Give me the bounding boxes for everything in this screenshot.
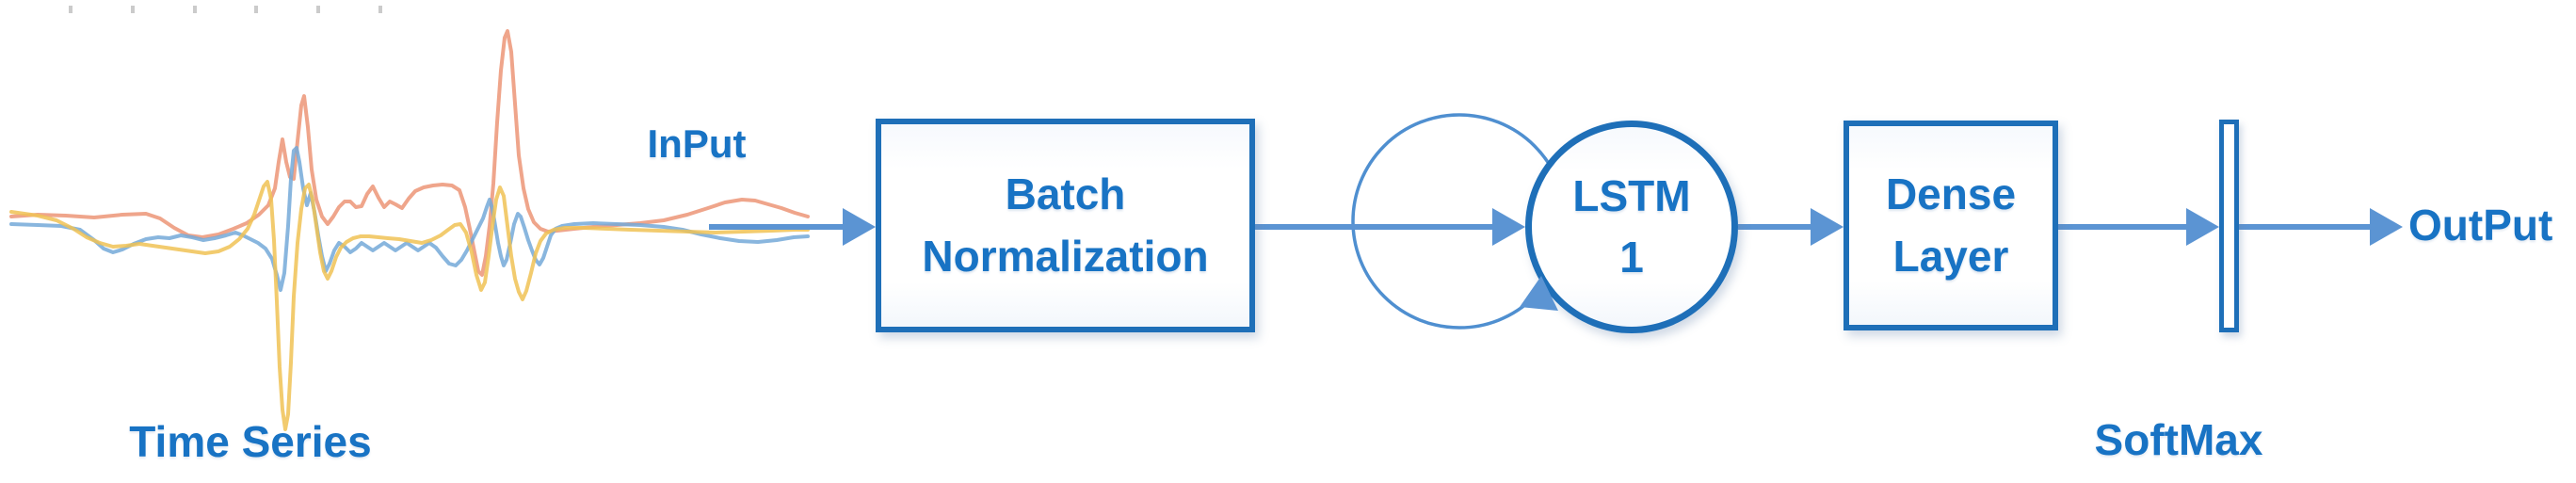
arrowhead-into-softmax-icon bbox=[2186, 208, 2219, 246]
batch-normalization-line1: Batch bbox=[1005, 169, 1126, 219]
arrowhead-into-batchnorm-icon bbox=[843, 208, 876, 246]
node-lstm-1: LSTM 1 bbox=[1525, 121, 1738, 333]
arrowhead-into-dense-icon bbox=[1811, 208, 1843, 246]
node-softmax-bar bbox=[2219, 120, 2239, 332]
dense-layer-label: Dense Layer bbox=[1886, 164, 2016, 287]
axis-tick-icon bbox=[254, 6, 258, 13]
axis-tick-icon bbox=[69, 6, 72, 13]
dense-layer-line1: Dense bbox=[1885, 169, 2017, 219]
node-dense-layer: Dense Layer bbox=[1843, 121, 2058, 330]
series-channel-blue bbox=[9, 146, 810, 292]
axis-tick-icon bbox=[131, 6, 135, 13]
input-label: InPut bbox=[647, 121, 747, 166]
lstm-line1: LSTM bbox=[1572, 170, 1691, 220]
flow-connectors bbox=[709, 208, 2403, 246]
lstm-line2: 1 bbox=[1619, 233, 1644, 282]
batch-normalization-label: Batch Normalization bbox=[922, 164, 1208, 287]
axis-tick-icon bbox=[378, 6, 382, 13]
series-channel-yellow bbox=[9, 180, 810, 431]
softmax-label: SoftMax bbox=[2094, 415, 2263, 464]
dense-layer-line2: Layer bbox=[1892, 231, 2009, 281]
time-series-label: Time Series bbox=[129, 417, 372, 466]
axis-ticks bbox=[69, 6, 382, 13]
output-label: OutPut bbox=[2408, 201, 2553, 250]
time-series-plot bbox=[9, 29, 810, 431]
batch-normalization-line2: Normalization bbox=[922, 231, 1209, 281]
arrowhead-into-output-icon bbox=[2370, 208, 2403, 246]
axis-tick-icon bbox=[316, 6, 320, 13]
arrowhead-into-lstm-icon bbox=[1492, 208, 1525, 246]
lstm-label: LSTM 1 bbox=[1572, 166, 1690, 289]
axis-tick-icon bbox=[193, 6, 197, 13]
node-batch-normalization: Batch Normalization bbox=[876, 119, 1255, 332]
